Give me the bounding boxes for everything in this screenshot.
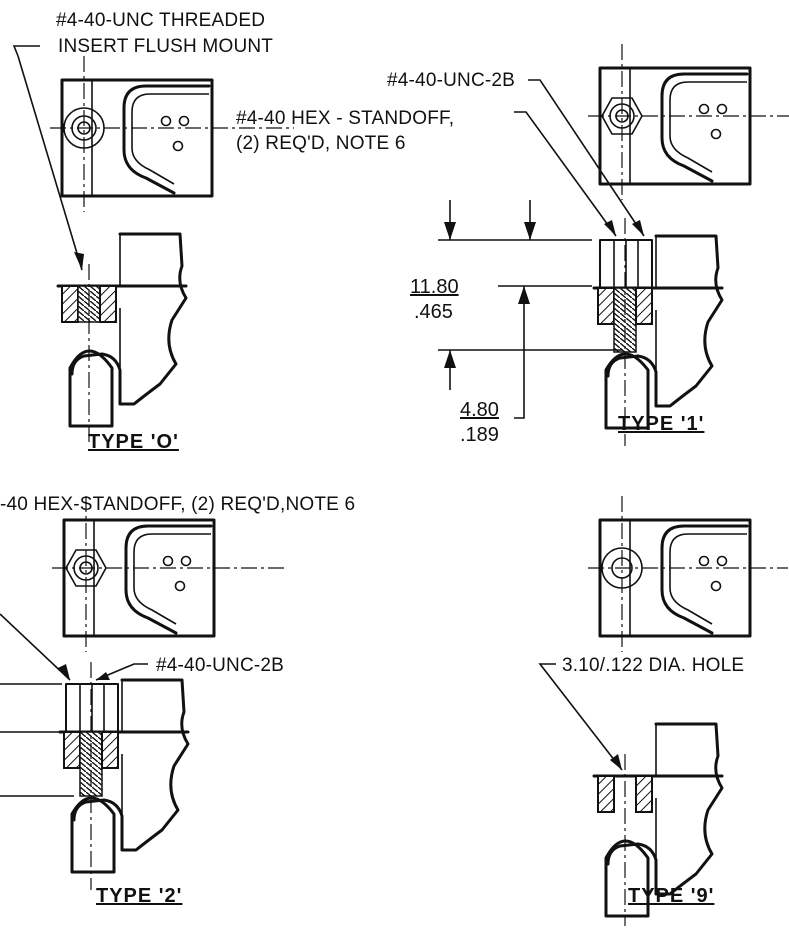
- type9-hole-callout: 3.10/.122 DIA. HOLE: [562, 655, 744, 676]
- arrowhead-icon: [610, 754, 622, 770]
- type2-section-view: [0, 662, 190, 890]
- type1-front-view: [588, 44, 789, 200]
- type2-standoff-callout: -40 HEX-STANDOFF, (2) REQ'D,NOTE 6: [0, 494, 355, 515]
- type9-section-view: [592, 722, 724, 926]
- type9-front-view: [588, 496, 788, 652]
- type1-dim-b-in: .189: [460, 424, 499, 446]
- type0-leader: [17, 55, 83, 271]
- arrowhead-icon: [632, 220, 644, 236]
- type9-view: 3.10/.122 DIA. HOLE TYPE '9': [538, 496, 788, 926]
- type1-dim-a-mm: 11.80: [410, 276, 459, 298]
- arrowhead-icon: [58, 664, 70, 680]
- type2-thread-leader: [95, 663, 148, 681]
- type0-leader-tick: [12, 45, 40, 57]
- type2-front-view: [52, 496, 286, 652]
- type1-thread-callout: #4-40-UNC-2B: [387, 70, 515, 91]
- type0-callout-line1: #4-40-UNC THREADED: [56, 10, 265, 31]
- type1-dimensions: 11.80 .465 4.80 .189: [410, 200, 622, 446]
- type1-standoff-leader: [514, 111, 617, 237]
- type2-thread-callout: #4-40-UNC-2B: [156, 655, 284, 676]
- arrowhead-icon: [96, 672, 110, 680]
- type2-caption: TYPE '2': [96, 885, 182, 907]
- type9-hole-leader: [538, 663, 623, 771]
- type1-standoff-callout-line2: (2) REQ'D, NOTE 6: [236, 133, 406, 154]
- type1-view: #4-40-UNC-2B #4-40 HEX - STANDOFF, (2) R…: [236, 44, 789, 446]
- type2-view: -40 HEX-STANDOFF, (2) REQ'D,NOTE 6 #4-40…: [0, 494, 355, 907]
- type1-dim-a-in: .465: [414, 301, 453, 323]
- type0-view: #4-40-UNC THREADED INSERT FLUSH MOUNT TY…: [12, 10, 294, 453]
- type0-front-view: [50, 56, 294, 212]
- type0-section-view: [56, 232, 188, 444]
- type2-standoff-leader: [0, 613, 71, 681]
- type1-standoff-callout-line1: #4-40 HEX - STANDOFF,: [236, 108, 454, 129]
- type0-callout-line2: INSERT FLUSH MOUNT: [58, 36, 273, 57]
- type1-section-view: [592, 218, 724, 446]
- type1-caption: TYPE '1': [618, 413, 704, 435]
- type9-caption: TYPE '9': [628, 885, 714, 907]
- type1-dim-b-mm: 4.80: [460, 399, 499, 421]
- type0-caption: TYPE 'O': [88, 431, 179, 453]
- type1-thread-leader: [528, 79, 645, 237]
- arrowhead-icon: [604, 220, 616, 236]
- arrowhead-icon: [74, 252, 84, 270]
